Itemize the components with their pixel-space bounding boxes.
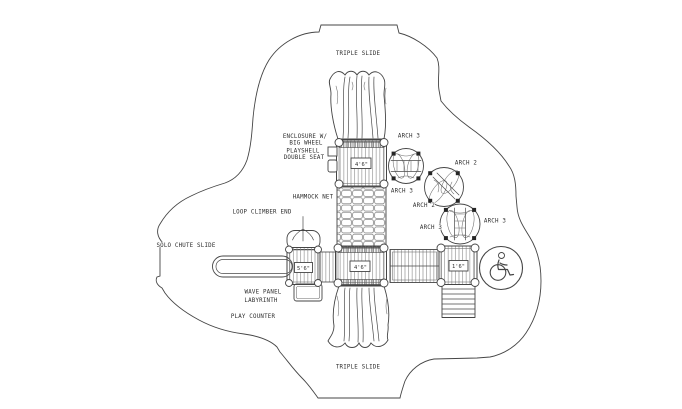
deck-5ft6-left: 5'6" [285,245,322,287]
loop-climber-end [286,216,321,250]
label-playshell-line1: PLAYSHELL [286,149,320,155]
deck-height-tag [448,260,469,272]
label-arch3-d: ARCH 3 [484,219,506,225]
label-enclosure-line2: BIG WHEEL [289,141,323,147]
label-enclosure-line1: ENCLOSURE W/ [283,134,328,140]
arch-climber-3 [439,203,481,245]
label-arch2-a: ARCH 2 [455,161,477,167]
deck-center-height-label: 4'6" [354,265,367,271]
playshell-double-seat-panel [327,159,338,173]
deck-height-tag [349,260,371,272]
arch-climber-1 [388,148,424,184]
label-triple-slide-top: TRIPLE SLIDE [336,51,381,57]
deck-4ft6-top: 4'6" [327,138,389,189]
bridge-right [389,249,440,283]
left-deck-link [319,251,336,283]
deck-height-tag [294,262,313,273]
hammock-net [336,186,387,248]
label-wave-panel-line1: WAVE PANEL [245,290,282,296]
deck-height-tag [350,157,372,169]
deck-1ft6-right: 1'6" [436,243,480,287]
deck-right-height-label: 1'6" [452,264,465,270]
label-arch2-b: ARCH 2 [413,203,435,209]
solo-chute-slide [212,255,293,278]
label-loop-climber-end: LOOP CLIMBER END [232,210,291,216]
label-hammock-net: HAMMOCK NET [293,195,334,201]
label-arch3-a: ARCH 3 [398,134,420,140]
enclosure-big-wheel-panel [327,146,338,157]
label-playshell-line2: DOUBLE SEAT [284,155,325,161]
label-triple-slide-bottom: TRIPLE SLIDE [336,365,381,371]
deck-top-height-label: 4'6" [355,162,368,168]
deck-left-height-label: 5'6" [297,266,310,272]
playground-boundary-outline [155,24,542,399]
label-play-counter: PLAY COUNTER [231,314,276,320]
stairs-right [441,284,476,318]
annotations: TRIPLE SLIDE ENCLOSURE W/ BIG WHEEL PLAY… [156,50,507,371]
label-arch3-c: ARCH 3 [420,225,442,231]
deck-4ft6-center: 4'6" [333,243,389,288]
label-arch3-b: ARCH 3 [391,189,413,195]
triple-slide-top [328,70,387,140]
wheelchair-accessible-icon [478,245,524,291]
arch-climber-2 [424,167,464,207]
label-solo-chute-slide: SOLO CHUTE SLIDE [156,243,215,249]
triple-slide-bottom [327,285,390,348]
label-wave-panel-line2: LABYRINTH [244,298,278,304]
